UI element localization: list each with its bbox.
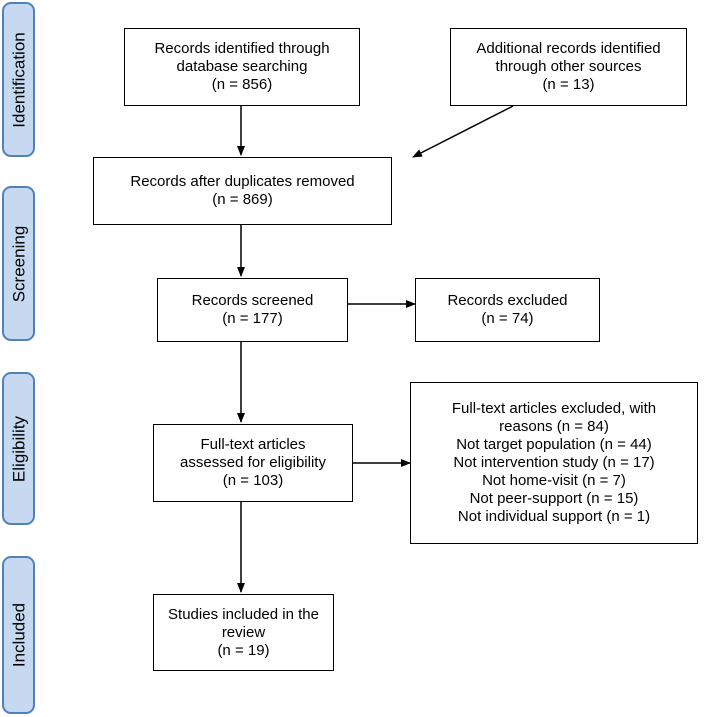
box-line: (n = 177) (222, 310, 283, 327)
box-line: Studies included in the (168, 605, 319, 623)
stage-label-identification: Identification (9, 31, 28, 128)
stage-screening: Screening (2, 186, 35, 341)
box-records-screened: Records screened (n = 177) (157, 278, 348, 342)
box-line: database searching (176, 58, 308, 75)
stage-identification: Identification (2, 2, 35, 157)
box-line: Not peer-support (n = 15) (469, 490, 639, 507)
box-line: Records after duplicates removed (130, 173, 355, 190)
box-studies-included: Studies included in the review (n = 19) (153, 594, 334, 671)
box-line: review (221, 623, 266, 641)
box-line: Records excluded (447, 292, 568, 309)
box-after-duplicates: Records after duplicates removed (n = 86… (93, 157, 392, 225)
box-additional-records: Additional records identified through ot… (450, 28, 687, 106)
stage-eligibility: Eligibility (2, 372, 35, 525)
box-line: (n = 19) (217, 641, 270, 659)
box-line: Not home-visit (n = 7) (482, 472, 626, 489)
box-fulltext-assessed: Full-text articles assessed for eligibil… (153, 424, 353, 502)
box-line: (n = 869) (212, 191, 273, 208)
box-line: Records screened (191, 292, 314, 309)
box-line: Full-text articles excluded, with (451, 400, 657, 417)
box-line: Not intervention study (n = 17) (453, 454, 655, 471)
box-line: Not target population (n = 44) (456, 436, 652, 453)
box-line: assessed for eligibility (180, 454, 326, 471)
stage-label-included: Included (9, 602, 28, 668)
box-fulltext-excluded: Full-text articles excluded, with reason… (410, 382, 698, 544)
box-line: Records identified through (154, 40, 330, 57)
arrow-other-to-duplicates (412, 105, 514, 158)
box-line: through other sources (495, 58, 642, 75)
stage-label-eligibility: Eligibility (9, 415, 28, 482)
box-line: (n = 74) (481, 310, 534, 327)
box-line: Not individual support (n = 1) (457, 508, 651, 525)
box-records-identified-database: Records identified through database sear… (124, 28, 360, 106)
stage-label-screening: Screening (9, 225, 28, 302)
box-line: (n = 103) (222, 472, 284, 489)
box-line: reasons (n = 84) (499, 418, 609, 435)
box-line: (n = 856) (211, 76, 273, 93)
stage-included: Included (2, 556, 35, 714)
box-line: (n = 13) (542, 76, 595, 93)
box-line: Additional records identified (476, 40, 661, 57)
box-records-excluded: Records excluded (n = 74) (415, 278, 600, 342)
box-line: Full-text articles (200, 436, 306, 453)
